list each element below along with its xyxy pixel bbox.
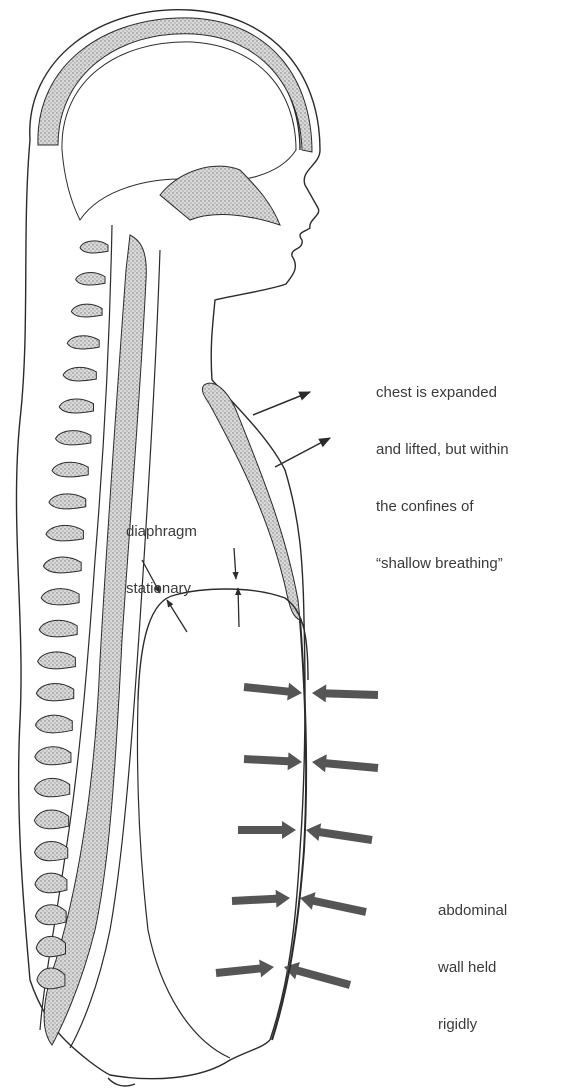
chest-label-line-3: the confines of bbox=[376, 497, 509, 516]
chest-label-line-4: “shallow breathing” bbox=[376, 554, 509, 573]
abdominal-label-line-2: wall held bbox=[438, 958, 507, 977]
vertebra bbox=[59, 399, 93, 413]
abdominal-label-line-1: abdominal bbox=[438, 901, 507, 920]
chest-label: chest is expanded and lifted, but within… bbox=[376, 345, 509, 592]
vertebra bbox=[35, 873, 67, 893]
vertebra bbox=[52, 462, 88, 477]
abdominal-cavity bbox=[137, 700, 230, 1058]
chest-arrow-lower bbox=[275, 438, 330, 467]
vertebra bbox=[76, 273, 105, 285]
diaphragm-label: diaphragm stationary bbox=[126, 484, 197, 617]
sternum bbox=[202, 383, 300, 620]
vertebra bbox=[67, 336, 99, 349]
vertebra bbox=[34, 810, 68, 829]
diaphragm-label-line-1: diaphragm bbox=[126, 522, 197, 541]
chest-label-line-2: and lifted, but within bbox=[376, 440, 509, 459]
vertebra bbox=[37, 968, 65, 989]
diaphragm-arrow-in-right bbox=[234, 548, 236, 579]
chest-arrow-upper bbox=[253, 392, 310, 415]
abdominal-arrows bbox=[216, 683, 379, 989]
diaphragm-arrow-out-right bbox=[238, 588, 239, 627]
vertebra bbox=[35, 905, 66, 925]
vertebra bbox=[35, 842, 68, 861]
vertebra bbox=[49, 494, 86, 509]
vertebra bbox=[36, 684, 73, 701]
vertebra bbox=[39, 620, 77, 637]
abdominal-arrow-inward-left bbox=[238, 821, 296, 839]
vertebra bbox=[41, 589, 79, 605]
abdominal-arrow-inward-right bbox=[284, 962, 351, 989]
chest-label-line-1: chest is expanded bbox=[376, 383, 509, 402]
vertebra bbox=[36, 936, 65, 956]
vertebra bbox=[71, 304, 102, 317]
vertebra bbox=[46, 525, 83, 540]
abdominal-arrow-inward-left bbox=[232, 890, 290, 908]
vertebra bbox=[56, 431, 91, 445]
vertebra bbox=[34, 778, 69, 796]
abdominal-arrow-inward-right bbox=[306, 823, 373, 844]
chest-arrows bbox=[253, 392, 330, 467]
abdominal-arrow-inward-right bbox=[312, 684, 378, 702]
abdominal-label-line-3: rigidly bbox=[438, 1015, 507, 1034]
abdominal-arrow-inward-right bbox=[300, 892, 367, 916]
vertebra bbox=[63, 367, 96, 381]
abdominal-arrow-inward-right bbox=[312, 754, 378, 772]
abdominal-label: abdominal wall held rigidly bbox=[438, 863, 507, 1053]
vertebra bbox=[38, 652, 76, 669]
vertebra bbox=[35, 747, 71, 765]
vertebra bbox=[80, 241, 108, 253]
vertebra bbox=[43, 557, 81, 573]
abdominal-arrow-inward-left bbox=[244, 683, 302, 701]
vertebra bbox=[35, 715, 72, 733]
abdominal-arrow-inward-left bbox=[216, 960, 274, 978]
diaphragm-label-line-2: stationary bbox=[126, 579, 197, 598]
abdominal-arrow-inward-left bbox=[244, 752, 302, 770]
